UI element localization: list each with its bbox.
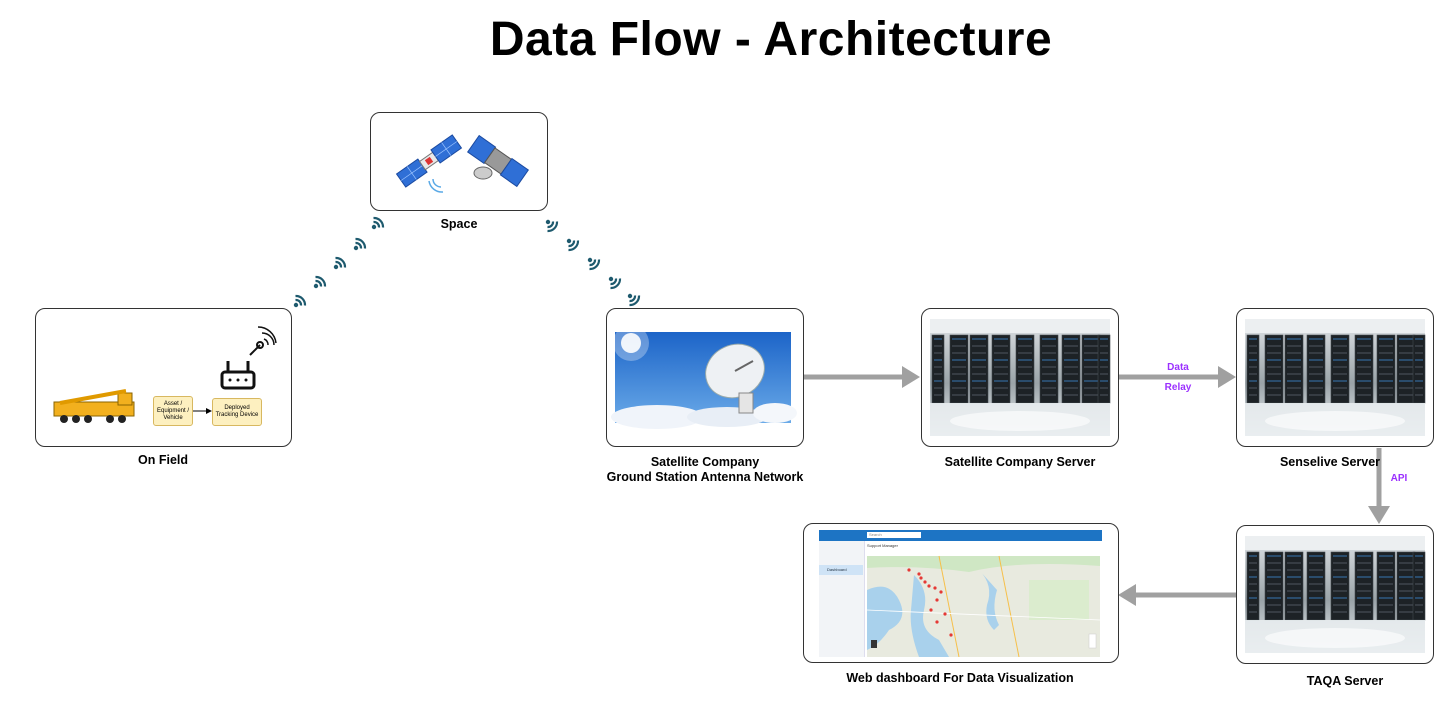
dashboard-sidebar: Dashboard [819, 541, 865, 657]
server-room-image [930, 319, 1111, 436]
antenna-dish-image [611, 325, 797, 429]
arrowhead-ground-to-satserver [902, 366, 920, 388]
ground-station-label-line2: Ground Station Antenna Network [606, 470, 804, 484]
wifi-signal-icon [565, 237, 580, 252]
server-room-image [1245, 536, 1426, 653]
router-icon [220, 326, 277, 390]
senselive-server-label: Senselive Server [1279, 455, 1381, 469]
wifi-signal-icon [292, 294, 307, 309]
dashboard-screenshot: Search Dashboard Support Manager [819, 530, 1102, 657]
taqa-server-node [1236, 525, 1434, 664]
dashboard-nav-item: Dashboard [819, 565, 863, 575]
ground-station-label: Satellite Company Ground Station Antenna… [585, 455, 825, 485]
edge-label-relay: Relay [1164, 382, 1192, 393]
arrowhead-taqa-to-dashboard [1118, 584, 1136, 606]
server-room-image [1245, 319, 1426, 436]
dashboard-node: Search Dashboard Support Manager [803, 523, 1119, 663]
arrowhead-satserver-to-senselive [1218, 366, 1236, 388]
space-label: Space [440, 217, 478, 231]
wifi-signal-icon [607, 275, 622, 290]
senselive-server-node [1236, 308, 1434, 447]
satellite-server-node [921, 308, 1119, 447]
wifi-signal-icon [332, 256, 347, 271]
diagram-title: Data Flow - Architecture [489, 13, 1053, 66]
wifi-signal-icon [352, 237, 367, 252]
wifi-signal-icon [626, 292, 641, 307]
map-view [866, 555, 1101, 657]
asset-box: Asset / Equipment / Vehicle [153, 396, 193, 426]
space-node [370, 112, 548, 211]
wifi-signal-icon [544, 218, 559, 233]
wifi-signal-icon [370, 216, 385, 231]
wifi-signal-icon [312, 275, 327, 290]
ground-station-node [606, 308, 804, 447]
dashboard-label: Web dashboard For Data Visualization [846, 671, 1074, 685]
crane-vehicle-icon [53, 389, 212, 423]
satellite-icon [395, 134, 530, 193]
edge-label-api: API [1390, 473, 1408, 484]
dashboard-heading: Support Manager [867, 543, 898, 548]
satellite-server-label: Satellite Company Server [944, 455, 1096, 469]
dashboard-search-input: Search [867, 532, 921, 538]
on-field-label: On Field [138, 453, 188, 467]
edge-label-data: Data [1167, 362, 1189, 373]
dashboard-topbar: Search [819, 530, 1102, 541]
on-field-node: Asset / Equipment / Vehicle Deployed Tra… [35, 308, 292, 447]
arrowhead-senselive-to-taqa [1368, 506, 1390, 524]
taqa-server-label: TAQA Server [1306, 674, 1384, 688]
wifi-signal-icon [586, 256, 601, 271]
ground-station-label-line1: Satellite Company [650, 455, 760, 469]
tracking-device-box: Deployed Tracking Device [212, 398, 262, 426]
